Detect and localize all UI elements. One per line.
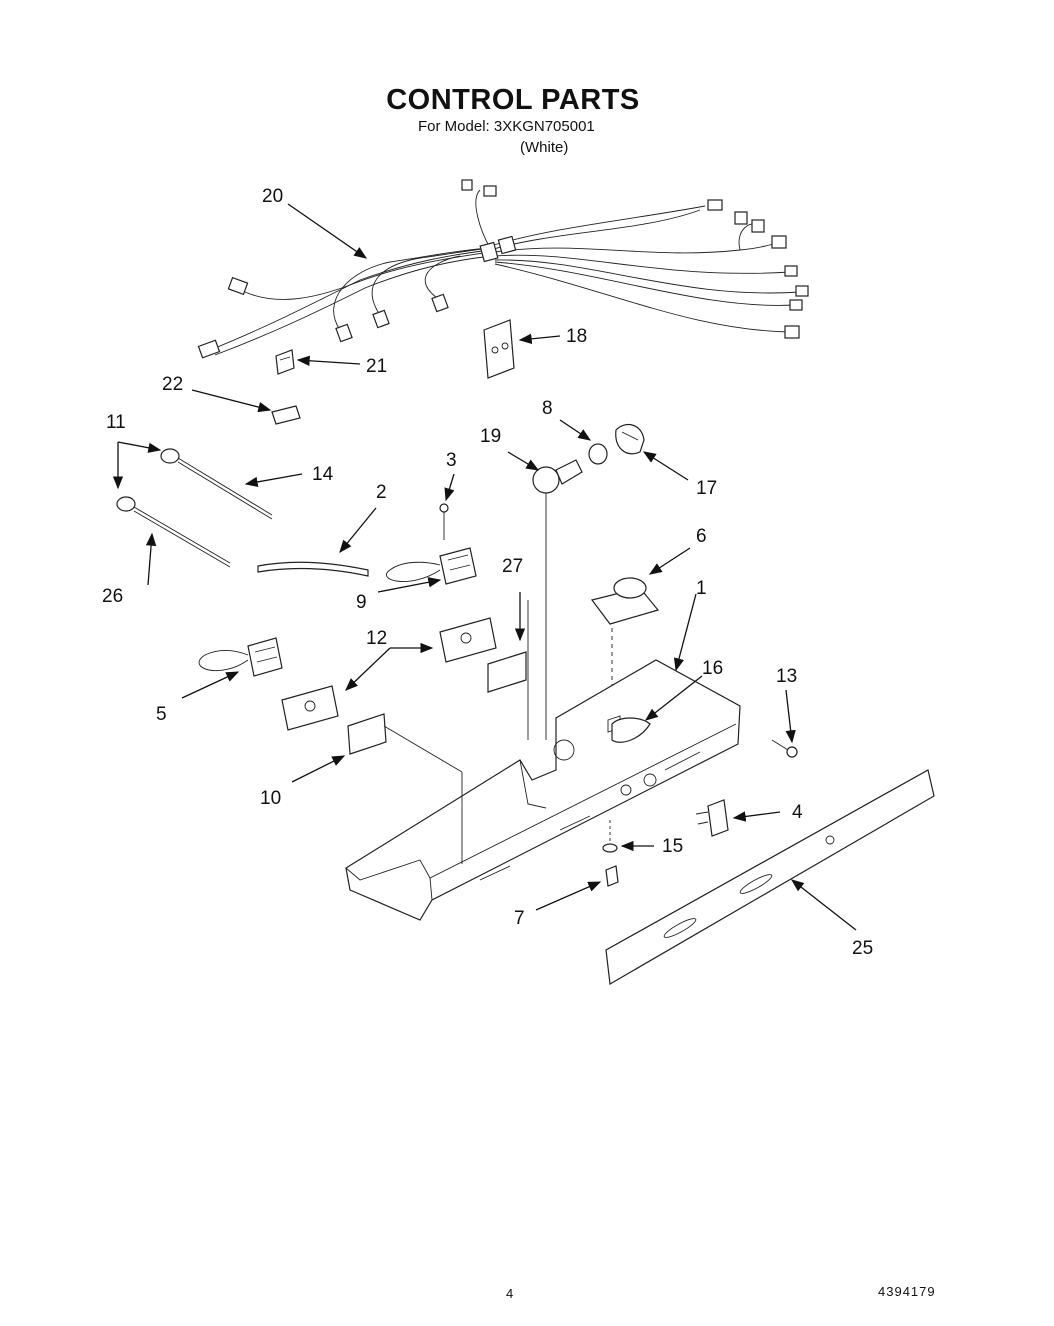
color-label: (White) xyxy=(520,139,569,156)
clip-21 xyxy=(275,349,295,375)
page-title: CONTROL PARTS xyxy=(386,84,640,116)
lamp-19 xyxy=(532,459,583,740)
callout-2: 2 xyxy=(376,482,387,503)
callout-22: 22 xyxy=(162,374,183,395)
control-housing-1 xyxy=(345,600,741,921)
callout-1: 1 xyxy=(696,578,707,599)
callout-9: 9 xyxy=(356,592,367,613)
model-label: For Model: 3XKGN705001 xyxy=(418,118,595,135)
screw-7 xyxy=(605,865,619,887)
callout-8: 8 xyxy=(542,398,553,419)
wiring-harness xyxy=(197,179,809,359)
clip-22 xyxy=(271,405,301,425)
switch-9 xyxy=(386,503,477,585)
document-number: 4394179 xyxy=(878,1284,936,1299)
bracket-12-lower xyxy=(281,685,339,731)
trim-strip-25 xyxy=(605,769,935,985)
callout-20: 20 xyxy=(262,186,283,207)
callout-5: 5 xyxy=(156,704,167,725)
thermistor-4 xyxy=(695,799,729,837)
callout-19: 19 xyxy=(480,426,501,447)
callout-25: 25 xyxy=(852,938,873,959)
screw-13 xyxy=(771,739,798,758)
callout-18: 18 xyxy=(566,326,587,347)
callout-7: 7 xyxy=(514,908,525,929)
lens-8 xyxy=(588,443,608,465)
callout-14: 14 xyxy=(312,464,334,485)
tube-2 xyxy=(257,561,369,577)
cover-plate xyxy=(483,319,515,379)
socket-17 xyxy=(615,423,645,455)
callout-21: 21 xyxy=(366,356,387,377)
callout-4: 4 xyxy=(792,802,803,823)
callout-6: 6 xyxy=(696,526,707,547)
callout-15: 15 xyxy=(662,836,683,857)
callout-11: 11 xyxy=(106,412,126,433)
washer-15 xyxy=(602,820,618,853)
callout-13: 13 xyxy=(776,666,797,687)
callout-17: 17 xyxy=(696,478,717,499)
callout-26: 26 xyxy=(102,586,123,607)
leader-lines xyxy=(112,203,857,931)
page-number: 4 xyxy=(506,1286,514,1301)
switch-5 xyxy=(198,637,283,677)
bracket-12-upper xyxy=(439,617,497,663)
callout-12: 12 xyxy=(366,628,387,649)
callout-3: 3 xyxy=(446,450,457,471)
callout-27: 27 xyxy=(502,556,523,577)
label-10 xyxy=(347,713,387,755)
callout-16: 16 xyxy=(702,658,723,679)
defrost-timer-6 xyxy=(590,577,660,708)
label-27 xyxy=(487,651,527,693)
sensor-tubes xyxy=(116,448,273,568)
callout-10: 10 xyxy=(260,788,281,809)
